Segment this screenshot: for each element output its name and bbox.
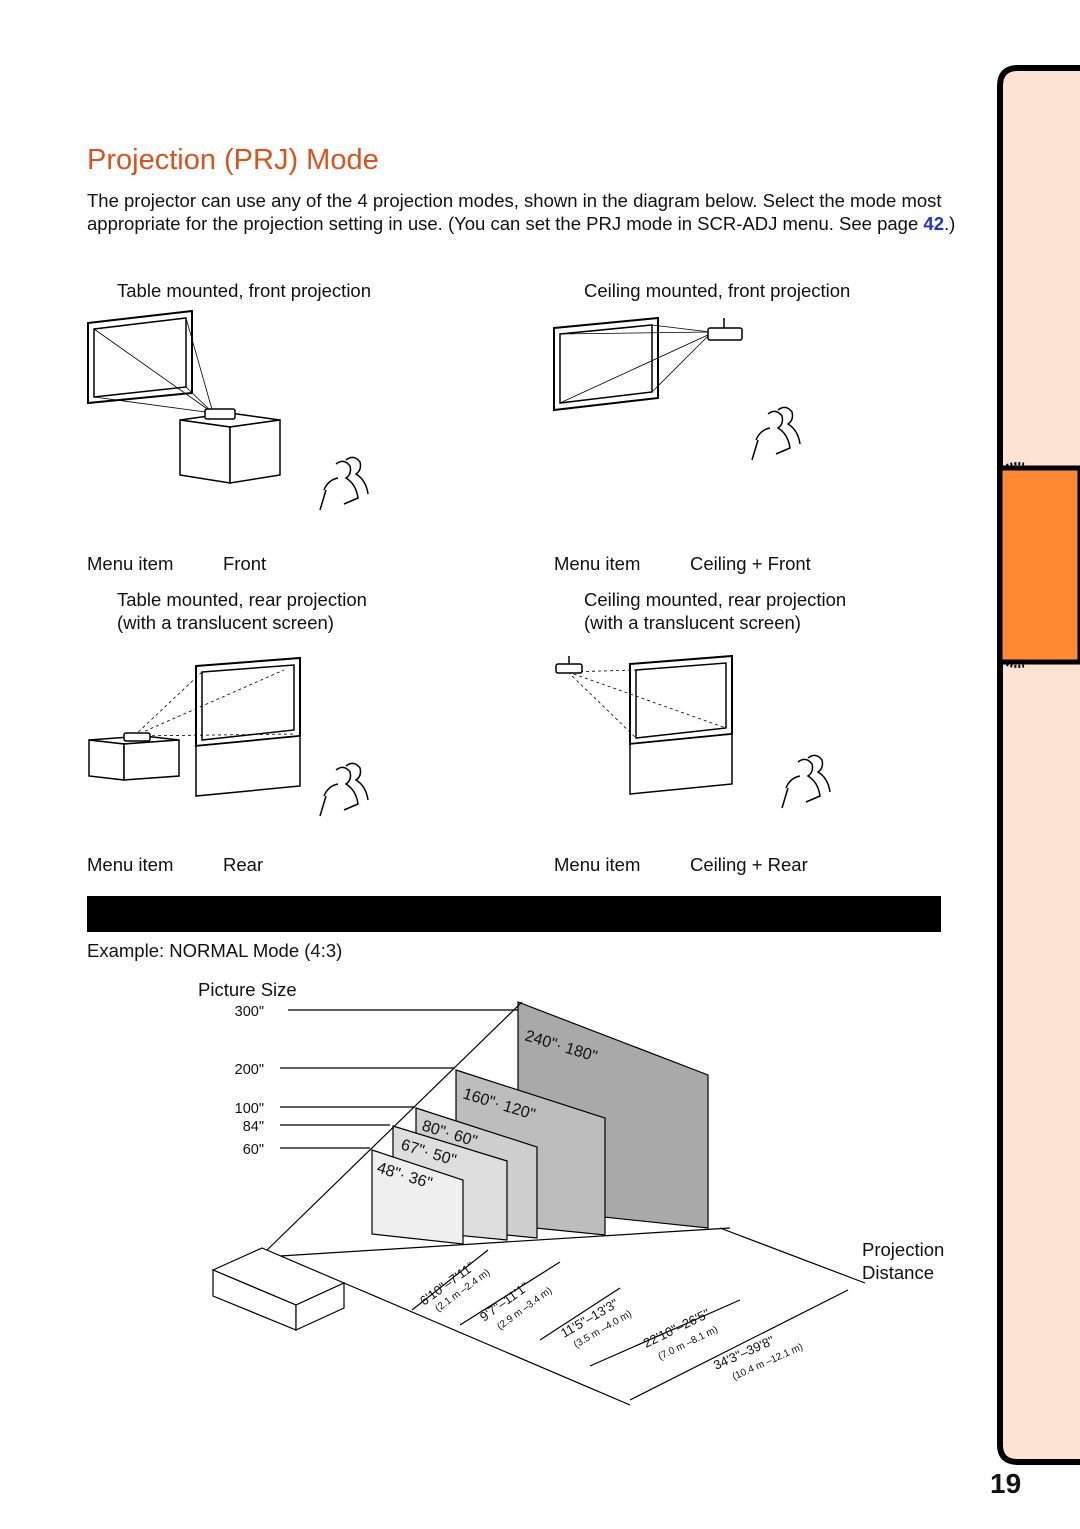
audience-icon [751,406,801,461]
page-title: Projection (PRJ) Mode [87,144,379,176]
side-tab [997,65,1080,1465]
illustration-table-front [87,309,369,511]
illustration-ceiling-rear [555,654,831,809]
size-label-100: 100" [234,1101,264,1117]
picture-size-label: Picture Size [198,979,297,1000]
mode-1-caption: Table mounted, front projection [117,280,372,301]
illustration-table-rear [88,656,369,817]
size-label-200: 200" [234,1062,264,1078]
size-label-60: 60" [242,1142,264,1158]
size-label-300: 300" [234,1004,264,1020]
side-tab-highlight [997,465,1080,665]
page-link[interactable]: 42 [923,213,944,234]
screen-48x36 [371,1149,464,1245]
section-header-bar [87,896,941,932]
side-tab-panel [997,65,1080,1465]
illustration-ceiling-front [553,316,801,461]
mode-3-caption: Table mounted, rear projection(with a tr… [117,589,367,633]
audience-icon [319,762,369,817]
size-label-84: 84" [242,1119,264,1135]
page-number: 19 [990,1468,1022,1499]
intro-paragraph: The projector can use any of the 4 proje… [87,190,956,234]
example-label: Example: NORMAL Mode (4:3) [87,940,343,961]
mode-2-caption: Ceiling mounted, front projection [584,280,851,301]
mode-4-caption: Ceiling mounted, rear projection(with a … [584,589,847,633]
audience-icon [781,754,831,809]
audience-icon [319,456,369,511]
